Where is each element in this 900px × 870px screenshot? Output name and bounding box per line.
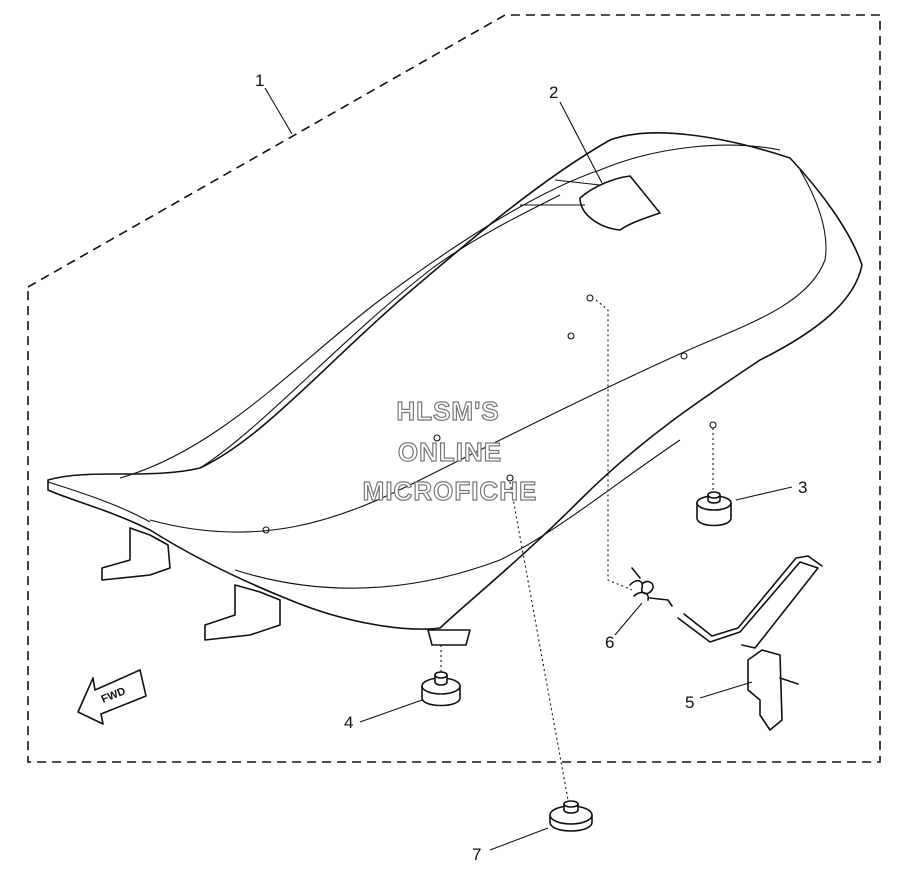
seat-side-edge [199,194,561,469]
leader-2 [559,101,603,184]
front-hook-left [101,527,171,581]
seat-front-lip [47,481,151,523]
seat-seam-upper [119,144,781,479]
callout-2: 2 [549,83,558,102]
watermark-line-2: ONLINE [398,437,502,467]
leader-6 [614,602,643,636]
callout-5: 5 [685,693,694,712]
assembly-boundary [27,14,881,763]
watermark-line-1: HLSM'S [396,396,499,426]
watermark-line-3: MICROFICHE [363,476,538,506]
mount-hole [680,352,688,360]
leader-1 [264,87,293,135]
seat-bottom-bracket [427,629,471,646]
callout-3: 3 [798,478,807,497]
leader-5 [699,681,753,699]
mount-hole [506,474,514,482]
mount-hole [567,332,575,340]
seat-outline [47,132,863,630]
seat [47,132,863,646]
damper-7 [549,800,593,832]
lock-rod-5 [677,555,823,731]
front-hook-right [204,584,281,641]
leader-4 [359,699,423,723]
leader-3 [735,486,793,501]
spring-6 [629,567,673,607]
forward-arrow-icon: FWD [77,669,147,725]
mount-hole [433,434,441,442]
callout-7: 7 [472,845,481,864]
mount-hole [709,421,717,429]
assembly-line-7 [509,481,569,801]
assembly-line-6 [595,299,633,591]
mount-hole [262,526,270,534]
leader-7 [489,827,549,851]
damper-4 [421,671,461,707]
callout-6: 6 [605,633,614,652]
mount-hole [586,294,594,302]
seat-seam-lower [149,169,827,533]
callout-4: 4 [344,713,353,732]
seat-strap-band [520,179,601,206]
seat-strap [579,175,661,231]
callout-1: 1 [255,71,264,90]
seat-lower-curve [234,439,681,589]
damper-3 [696,491,732,527]
